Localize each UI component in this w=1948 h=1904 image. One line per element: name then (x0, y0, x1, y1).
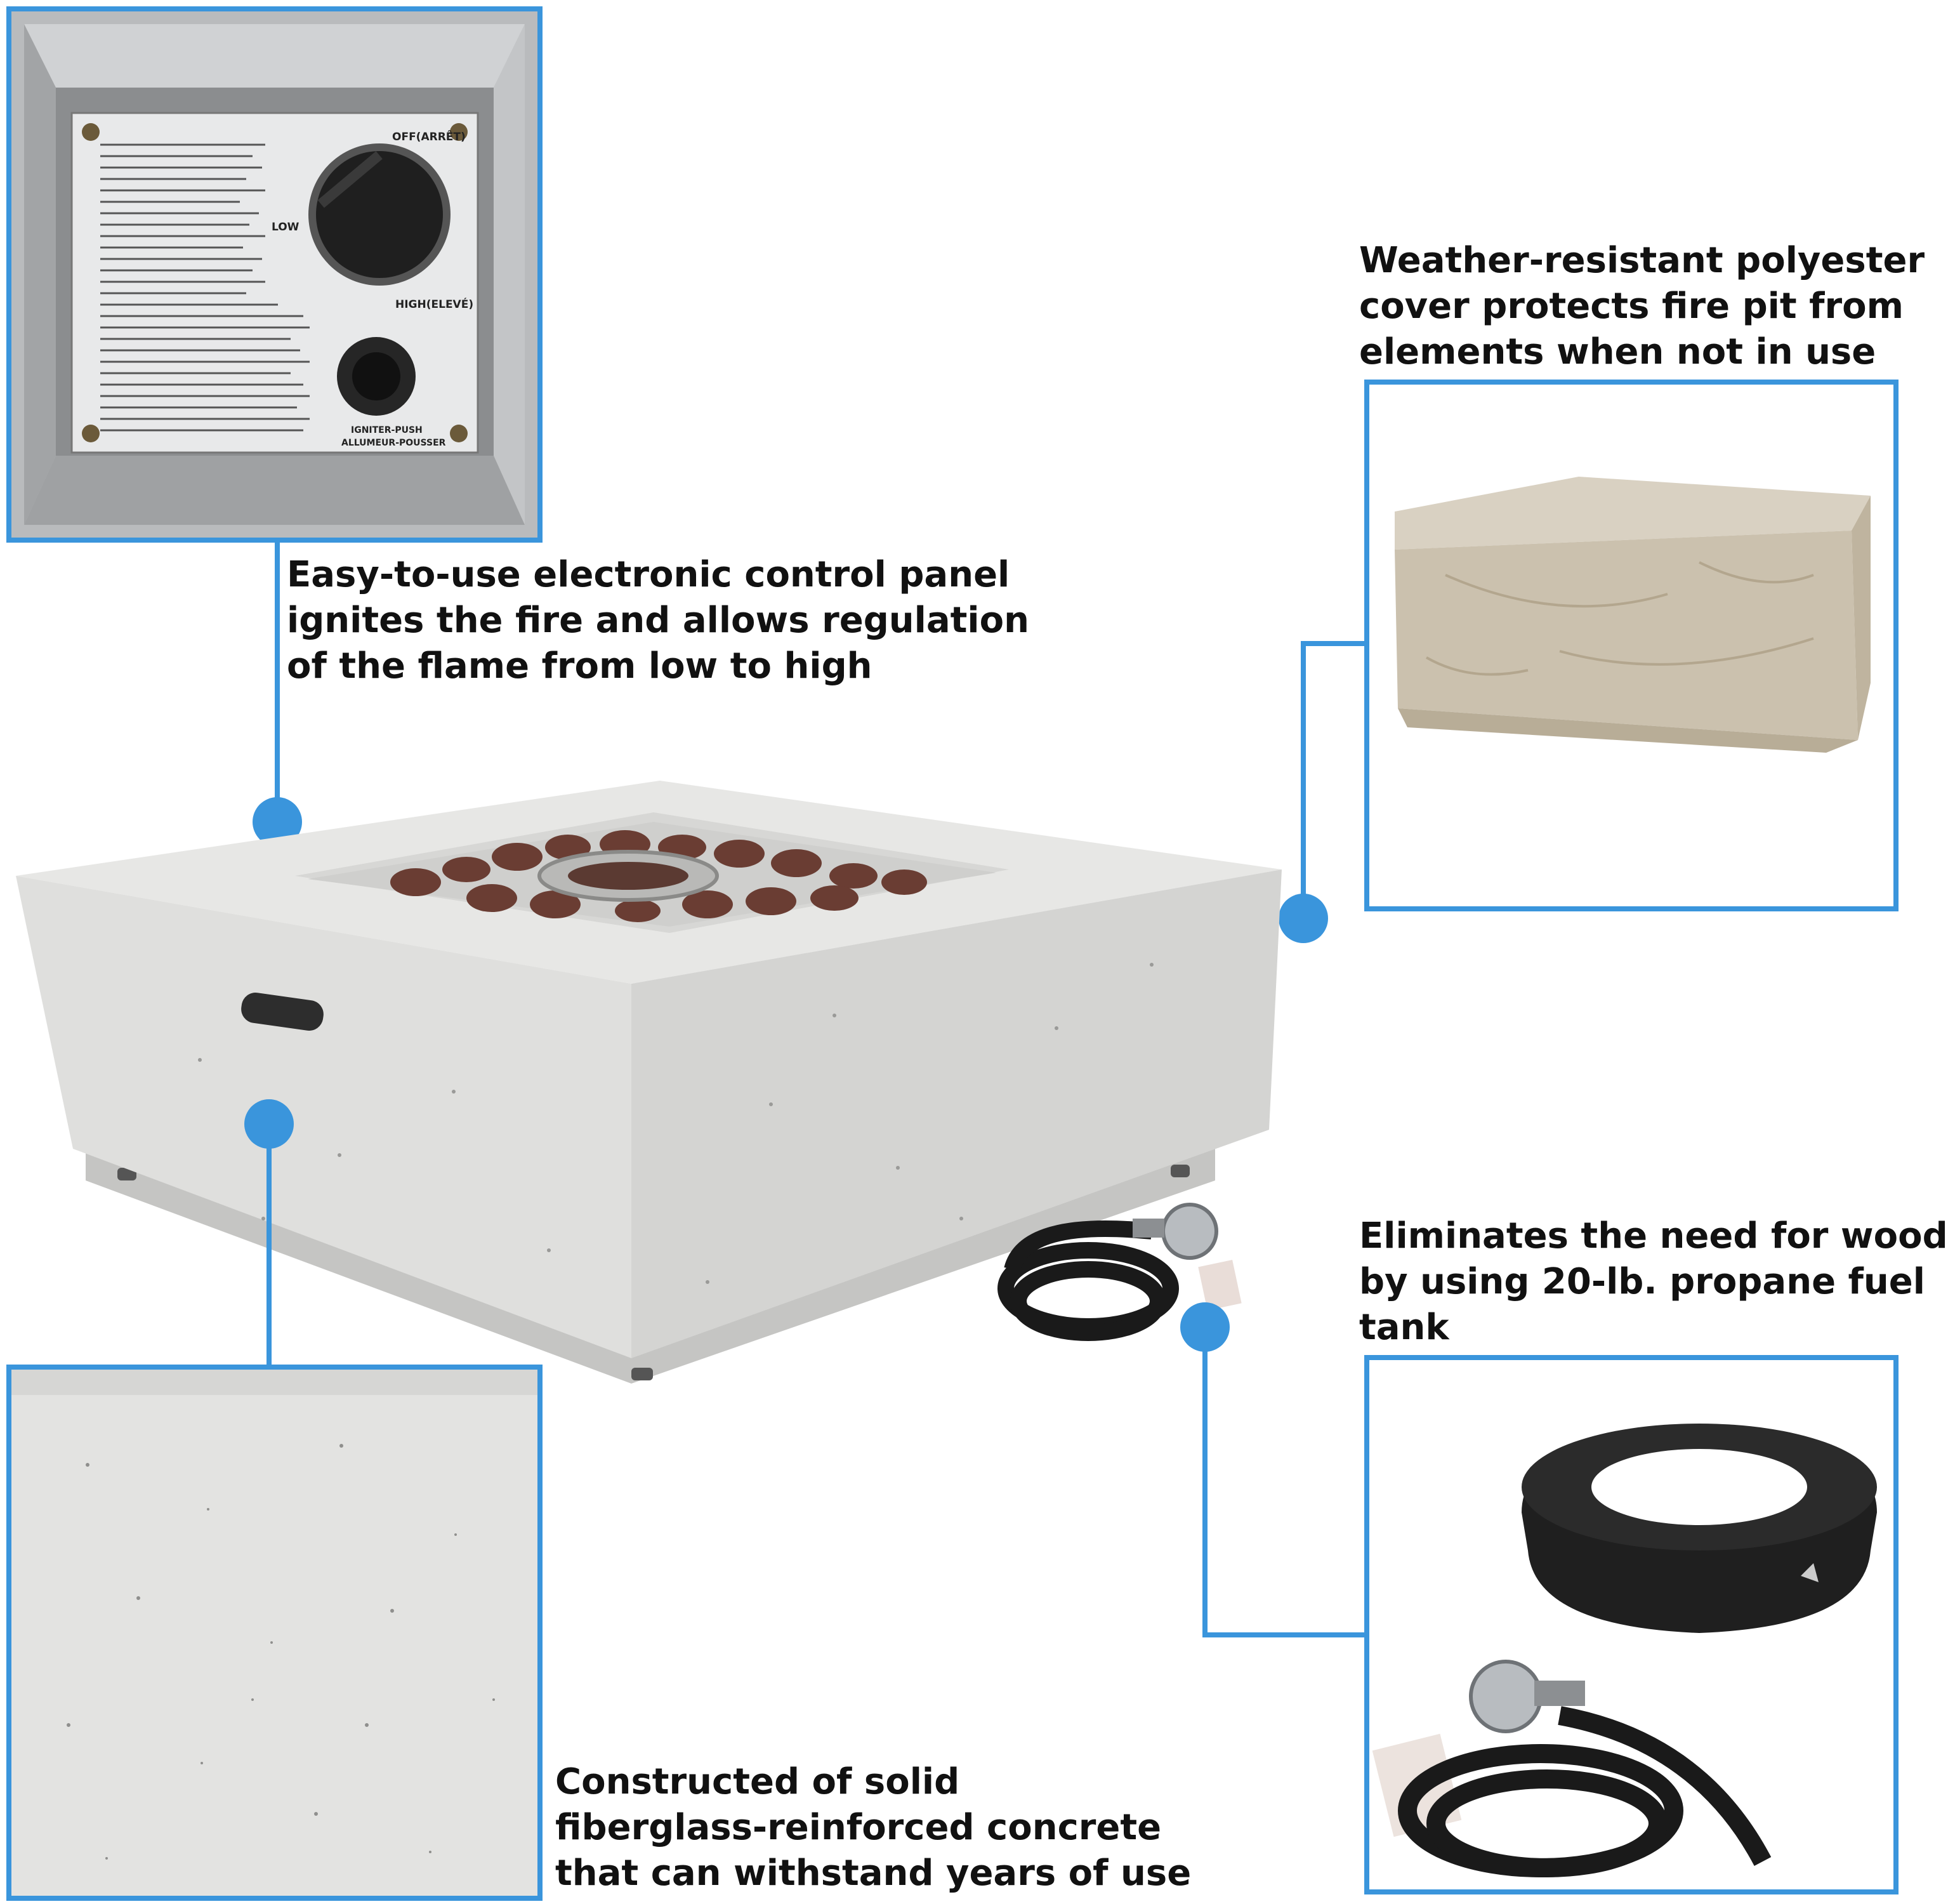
propane-connector-v (1202, 1326, 1208, 1637)
cover-connector-v (1301, 641, 1306, 920)
concrete-texture-photo (6, 1365, 543, 1901)
concrete-caption: Constructed of solid fiberglass-reinforc… (555, 1761, 1192, 1894)
high-label: HIGH(ELEVÉ) (395, 298, 474, 311)
concrete-connector (267, 1123, 272, 1377)
igniter-label-fr: ALLUMEUR-POUSSER (341, 438, 446, 448)
control-panel-illustration (11, 11, 537, 538)
cover-connector-h (1301, 641, 1364, 646)
cover-caption: Weather-resistant polyester cover protec… (1359, 240, 1925, 373)
concrete-texture-illustration (11, 1370, 537, 1896)
control-panel-photo: OFF(ARRÊT) LOW HIGH(ELEVÉ) IGNITER-PUSH … (6, 6, 543, 543)
cover-illustration (1369, 385, 1893, 906)
fire-pit-photo (10, 774, 1285, 1409)
fire-pit-illustration (16, 781, 1282, 1384)
low-label: LOW (272, 221, 299, 234)
control-panel-connector (275, 543, 280, 822)
propane-accessories-illustration (1369, 1360, 1893, 1889)
propane-connector-h (1202, 1632, 1364, 1637)
cover-marker (1279, 894, 1328, 943)
propane-caption: Eliminates the need for wood by using 20… (1359, 1215, 1948, 1348)
off-label: OFF(ARRÊT) (392, 131, 466, 143)
igniter-label: IGNITER-PUSH (351, 425, 423, 435)
cover-photo (1364, 380, 1899, 911)
control-panel-caption: Easy-to-use electronic control panel ign… (287, 554, 1029, 687)
propane-accessories-photo (1364, 1355, 1899, 1894)
